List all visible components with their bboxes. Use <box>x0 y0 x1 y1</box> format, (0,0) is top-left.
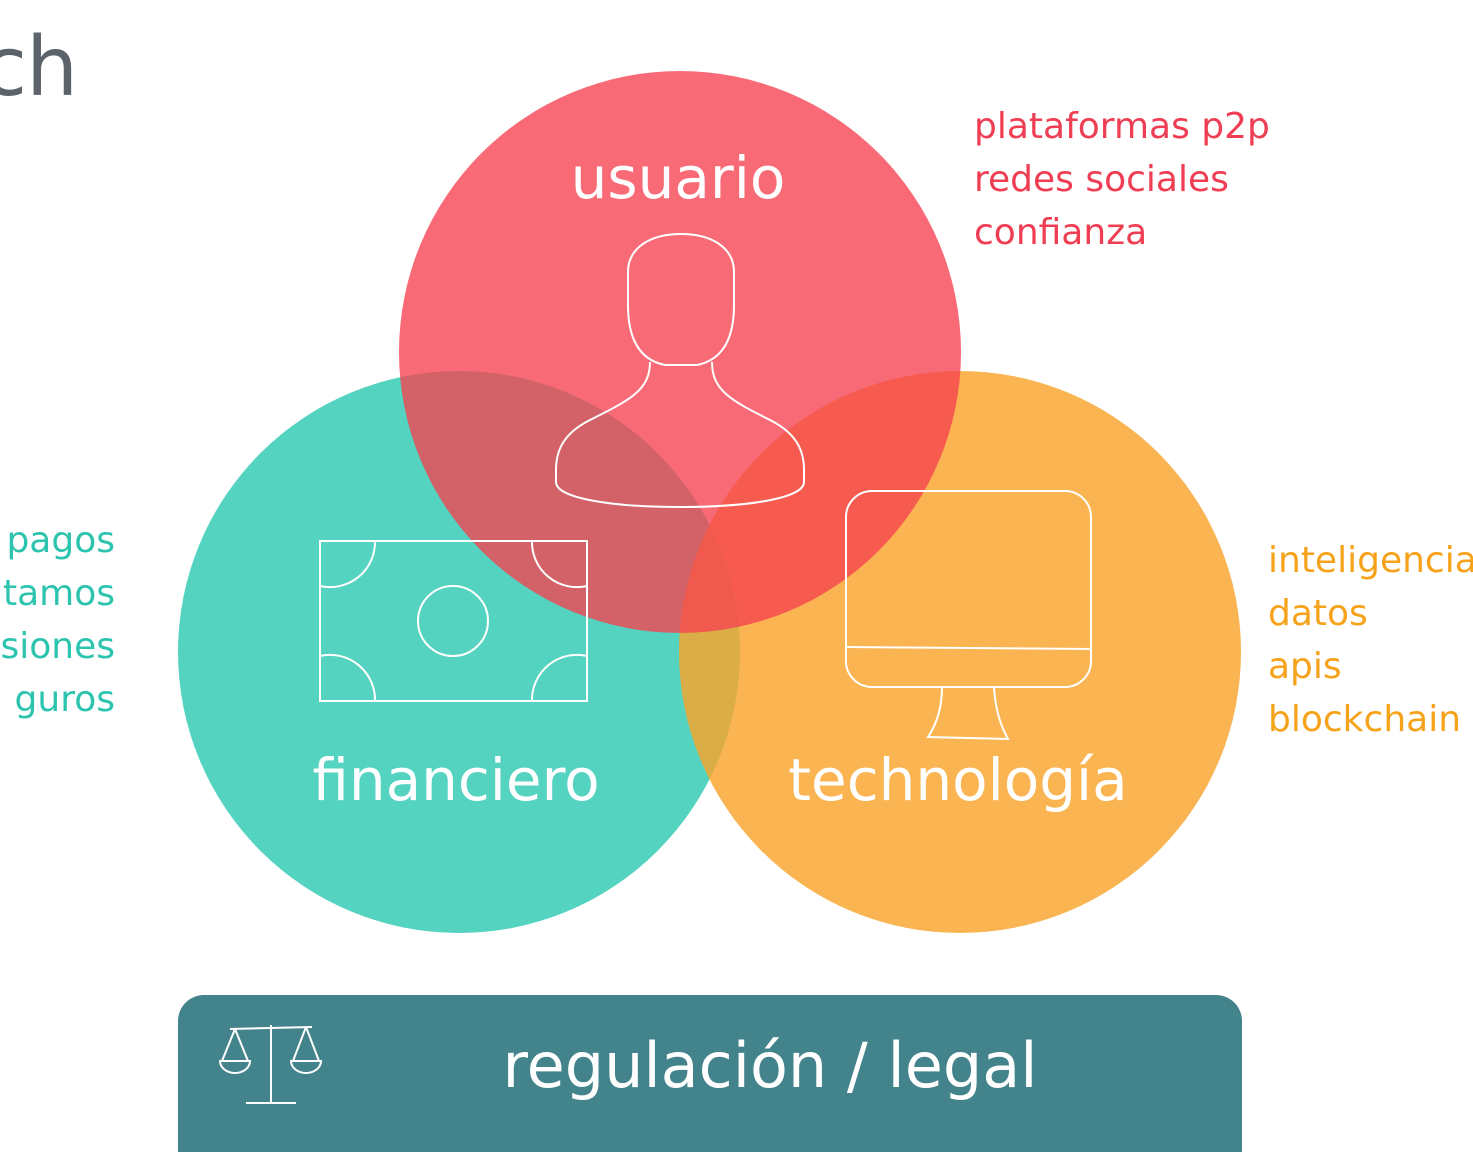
financiero-list: pagos tamos siones guros <box>0 514 115 726</box>
circle-usuario-label: usuario <box>571 144 786 212</box>
tecnologia-list: inteligencia datos apis blockchain <box>1268 534 1473 746</box>
list-item: siones <box>0 626 115 667</box>
banknote-icon <box>319 540 588 702</box>
scales-icon <box>218 1025 323 1104</box>
list-item: confianza <box>974 212 1148 253</box>
page-title-fragment: ch <box>0 20 78 115</box>
list-item: guros <box>14 679 115 720</box>
regulation-bar: regulación / legal <box>178 995 1242 1152</box>
list-item: datos <box>1268 593 1368 634</box>
usuario-list: plataformas p2p redes sociales confianza <box>974 100 1270 259</box>
list-item: apis <box>1268 646 1342 687</box>
list-item: plataformas p2p <box>974 106 1270 147</box>
list-item: tamos <box>2 573 115 614</box>
user-icon <box>555 232 805 509</box>
circle-usuario <box>399 71 961 633</box>
list-item: pagos <box>6 520 115 561</box>
list-item: inteligencia <box>1268 540 1473 581</box>
regulation-label: regulación / legal <box>502 1029 1038 1102</box>
list-item: redes sociales <box>974 159 1229 200</box>
list-item: blockchain <box>1268 699 1462 740</box>
circle-financiero-label: financiero <box>312 746 599 814</box>
venn-diagram: usuario financiero technología <box>178 71 1241 933</box>
monitor-icon <box>845 490 1092 741</box>
circle-tecnologia-label: technología <box>788 746 1127 814</box>
